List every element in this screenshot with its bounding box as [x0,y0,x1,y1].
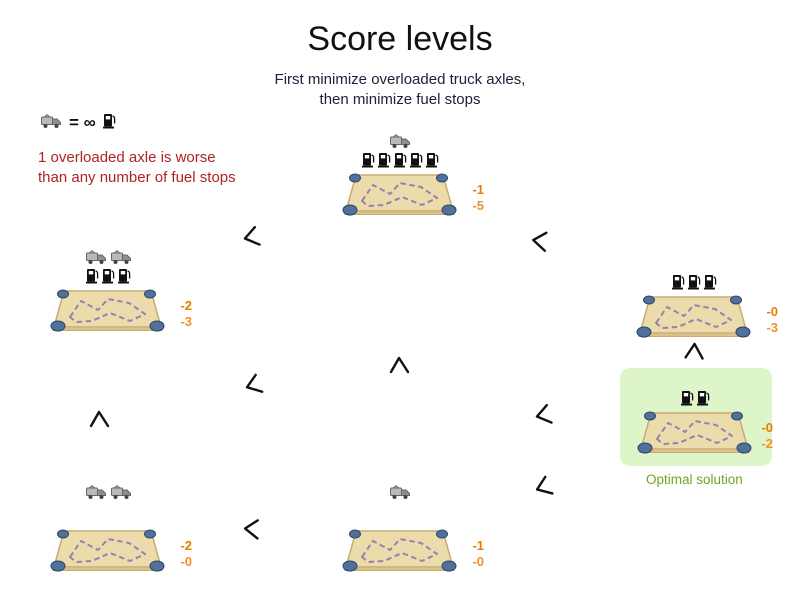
hard-score: -2 [180,538,192,553]
fuel-pump-icon [117,269,130,284]
hard-score: -1 [472,538,484,553]
route-map [50,529,165,572]
truck-icon [85,484,106,499]
route-map [342,529,457,572]
hard-score: -2 [180,298,192,313]
truck-icons-row [389,484,411,500]
route-map [637,411,752,454]
arrow-icon [535,475,554,495]
score: -0 -3 [766,304,778,336]
soft-score: -0 [472,554,484,569]
arrow-icon [684,342,704,360]
arrow-icon [245,373,264,393]
legend-note-line-2: than any number of fuel stops [38,169,236,186]
fuel-pump-icon [101,269,114,284]
solution-node-left: -2 -3 [50,236,192,336]
fuel-pump-icon [361,153,374,168]
score: -2 -0 [180,538,192,570]
route-map [342,526,458,576]
fuel-pump-icons-row [671,273,717,290]
route-map [50,289,165,332]
arrow-icon [532,231,548,252]
fuel-pump-icon [425,153,438,168]
hard-score: -1 [472,182,484,197]
fuel-pump-icons-row [361,151,439,168]
soft-score: -3 [180,314,192,329]
truck-icon [110,249,131,264]
fuel-pump-icon [393,153,406,168]
fuel-pump-icons-row [85,267,131,284]
score: -0 -2 [761,420,773,452]
route-map [342,170,458,220]
fuel-pump-icon [696,391,709,406]
fuel-pump-icon [377,153,390,168]
optimal-solution-box: -0 -2 [620,368,773,466]
legend-note-line-1: 1 overloaded axle is worse [38,149,216,166]
hard-score: -0 [761,420,773,435]
truck-icons-row [389,133,411,149]
solution-node-right: -0 -3 [636,270,778,342]
soft-score: -5 [472,198,484,213]
fuel-pump-icon [680,391,693,406]
solution-node-top: -1 -5 [342,122,484,220]
score: -1 -0 [472,538,484,570]
route-map [636,295,751,338]
fuel-pump-icons-row [680,389,710,406]
fuel-pump-icon [85,269,98,284]
arrow-icon [243,225,261,246]
truck-icon [110,484,131,499]
legend: = ∞ [40,112,116,134]
truck-icons-row [85,249,132,265]
route-map [636,292,752,342]
arrow-icon [89,410,110,428]
route-map [637,408,753,458]
score: -1 -5 [472,182,484,214]
truck-icon [41,113,61,128]
route-map [50,286,166,336]
hard-score: -0 [766,304,778,319]
soft-score: -2 [761,436,773,451]
optimal-solution-label: Optimal solution [646,472,743,487]
soft-score: -0 [180,554,192,569]
solution-node-optimal: -0 -2 [637,384,773,458]
subtitle-line-2: then minimize fuel stops [319,91,481,108]
arrow-icon [389,356,410,374]
truck-icon [390,133,410,148]
truck-icon [40,113,62,134]
truck-icon [390,484,410,499]
arrow-icon [243,519,259,540]
solution-node-bottom-left: -2 -0 [50,482,192,576]
legend-equation: = ∞ [69,113,96,132]
fuel-pump-icon [671,275,684,290]
page-title: Score levels [307,20,493,58]
route-map [342,173,457,216]
fuel-pump-icon [102,114,116,129]
score: -2 -3 [180,298,192,330]
legend-note: 1 overloaded axle is worse than any numb… [38,148,236,188]
fuel-pump-icon [687,275,700,290]
truck-icon [85,249,106,264]
fuel-pump-icon [703,275,716,290]
truck-icons-row [85,484,132,500]
solution-node-bottom-middle: -1 -0 [342,482,484,576]
fuel-pump-icon [409,153,422,168]
subtitle-line-1: First minimize overloaded truck axles, [274,71,526,88]
route-map [50,526,166,576]
soft-score: -3 [766,320,778,335]
arrow-icon [535,403,553,424]
subtitle: First minimize overloaded truck axles, t… [0,70,800,110]
fuel-pump-icon [102,112,116,134]
